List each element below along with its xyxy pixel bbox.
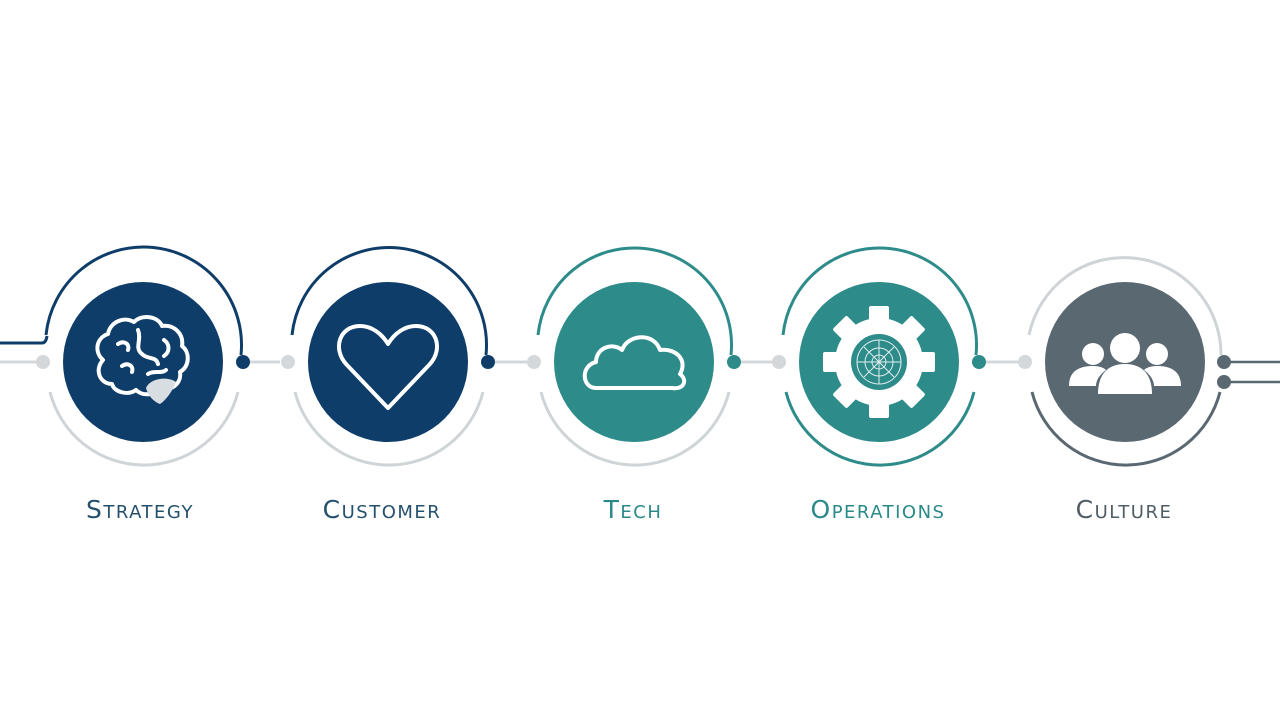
brain-stem-shape <box>146 378 176 404</box>
entry-connector-dark <box>0 335 49 345</box>
step-customer-circle <box>308 282 468 442</box>
step-strategy-dot-left <box>36 355 50 369</box>
step-culture-outer-arc <box>1027 256 1223 356</box>
cloud-icon <box>582 335 687 391</box>
step-culture-inner-arc <box>1030 391 1222 467</box>
step-operations-dot-left <box>772 355 786 369</box>
connectors <box>0 335 1280 384</box>
step-strategy-circle <box>63 282 223 442</box>
step-strategy-dot-right <box>236 355 250 369</box>
step-label-culture: Culture <box>1075 495 1173 524</box>
step-operations-dot-right <box>972 355 986 369</box>
gear-icon <box>823 306 935 418</box>
step-tech-outer-arc <box>536 246 733 356</box>
step-label-strategy: Strategy <box>86 495 194 524</box>
step-customer <box>281 246 495 467</box>
step-label-tech: Tech <box>603 495 663 524</box>
step-culture-dot-right-bottom <box>1217 375 1231 389</box>
step-label-operations: Operations <box>810 495 946 524</box>
step-culture-dot-left <box>1018 355 1032 369</box>
step-customer-inner-arc <box>293 391 485 467</box>
step-tech <box>527 246 741 467</box>
step-operations-outer-arc <box>781 246 978 356</box>
step-culture-dot-right-top <box>1217 355 1231 369</box>
step-tech-inner-arc <box>539 391 731 467</box>
step-operations <box>772 246 986 467</box>
step-customer-outer-arc <box>290 246 488 356</box>
step-strategy-inner-arc <box>48 391 240 467</box>
step-customer-dot-right <box>481 355 495 369</box>
step-tech-dot-right <box>727 355 741 369</box>
step-strategy-outer-arc <box>44 245 243 356</box>
step-culture <box>1018 256 1231 467</box>
step-operations-inner-arc <box>784 391 976 467</box>
heart-icon <box>336 324 440 410</box>
step-customer-dot-left <box>281 355 295 369</box>
step-tech-circle <box>554 282 714 442</box>
people-icon <box>1069 333 1181 394</box>
brain-icon <box>95 315 190 397</box>
step-label-customer: Customer <box>322 495 442 524</box>
step-tech-dot-left <box>527 355 541 369</box>
step-strategy <box>36 245 250 467</box>
